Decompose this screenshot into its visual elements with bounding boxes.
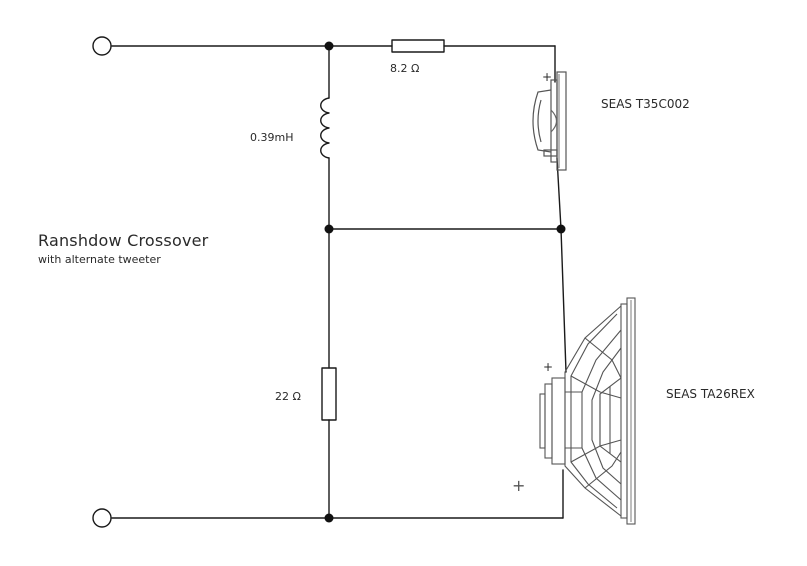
diagram-subtitle: with alternate tweeter bbox=[38, 253, 161, 266]
tweeter-plus-marker: + bbox=[542, 70, 553, 84]
junction-node-top bbox=[324, 41, 334, 51]
resistor-22-ohm bbox=[321, 367, 337, 421]
woofer-icon bbox=[539, 297, 636, 525]
junction-node-middle-left bbox=[324, 224, 334, 234]
junction-node-middle-right bbox=[556, 224, 566, 234]
inductor-coil bbox=[320, 97, 330, 159]
shunt-resistor-label: 22 Ω bbox=[275, 390, 301, 403]
wire-to-woofer bbox=[560, 228, 567, 373]
tweeter-label: SEAS T35C002 bbox=[601, 97, 690, 111]
junction-node-bottom bbox=[324, 513, 334, 523]
resistor-8-2-ohm bbox=[391, 39, 445, 53]
inductor-label: 0.39mH bbox=[250, 131, 294, 144]
woofer-plus-marker: + bbox=[543, 360, 554, 374]
diagram-title: Ranshdow Crossover bbox=[38, 231, 209, 250]
input-terminal-top bbox=[92, 36, 112, 56]
input-terminal-bottom bbox=[92, 508, 112, 528]
bottom-plus-marker: + bbox=[512, 476, 526, 495]
tweeter-icon bbox=[532, 71, 567, 171]
series-resistor-label: 8.2 Ω bbox=[390, 62, 420, 75]
woofer-label: SEAS TA26REX bbox=[666, 387, 755, 401]
